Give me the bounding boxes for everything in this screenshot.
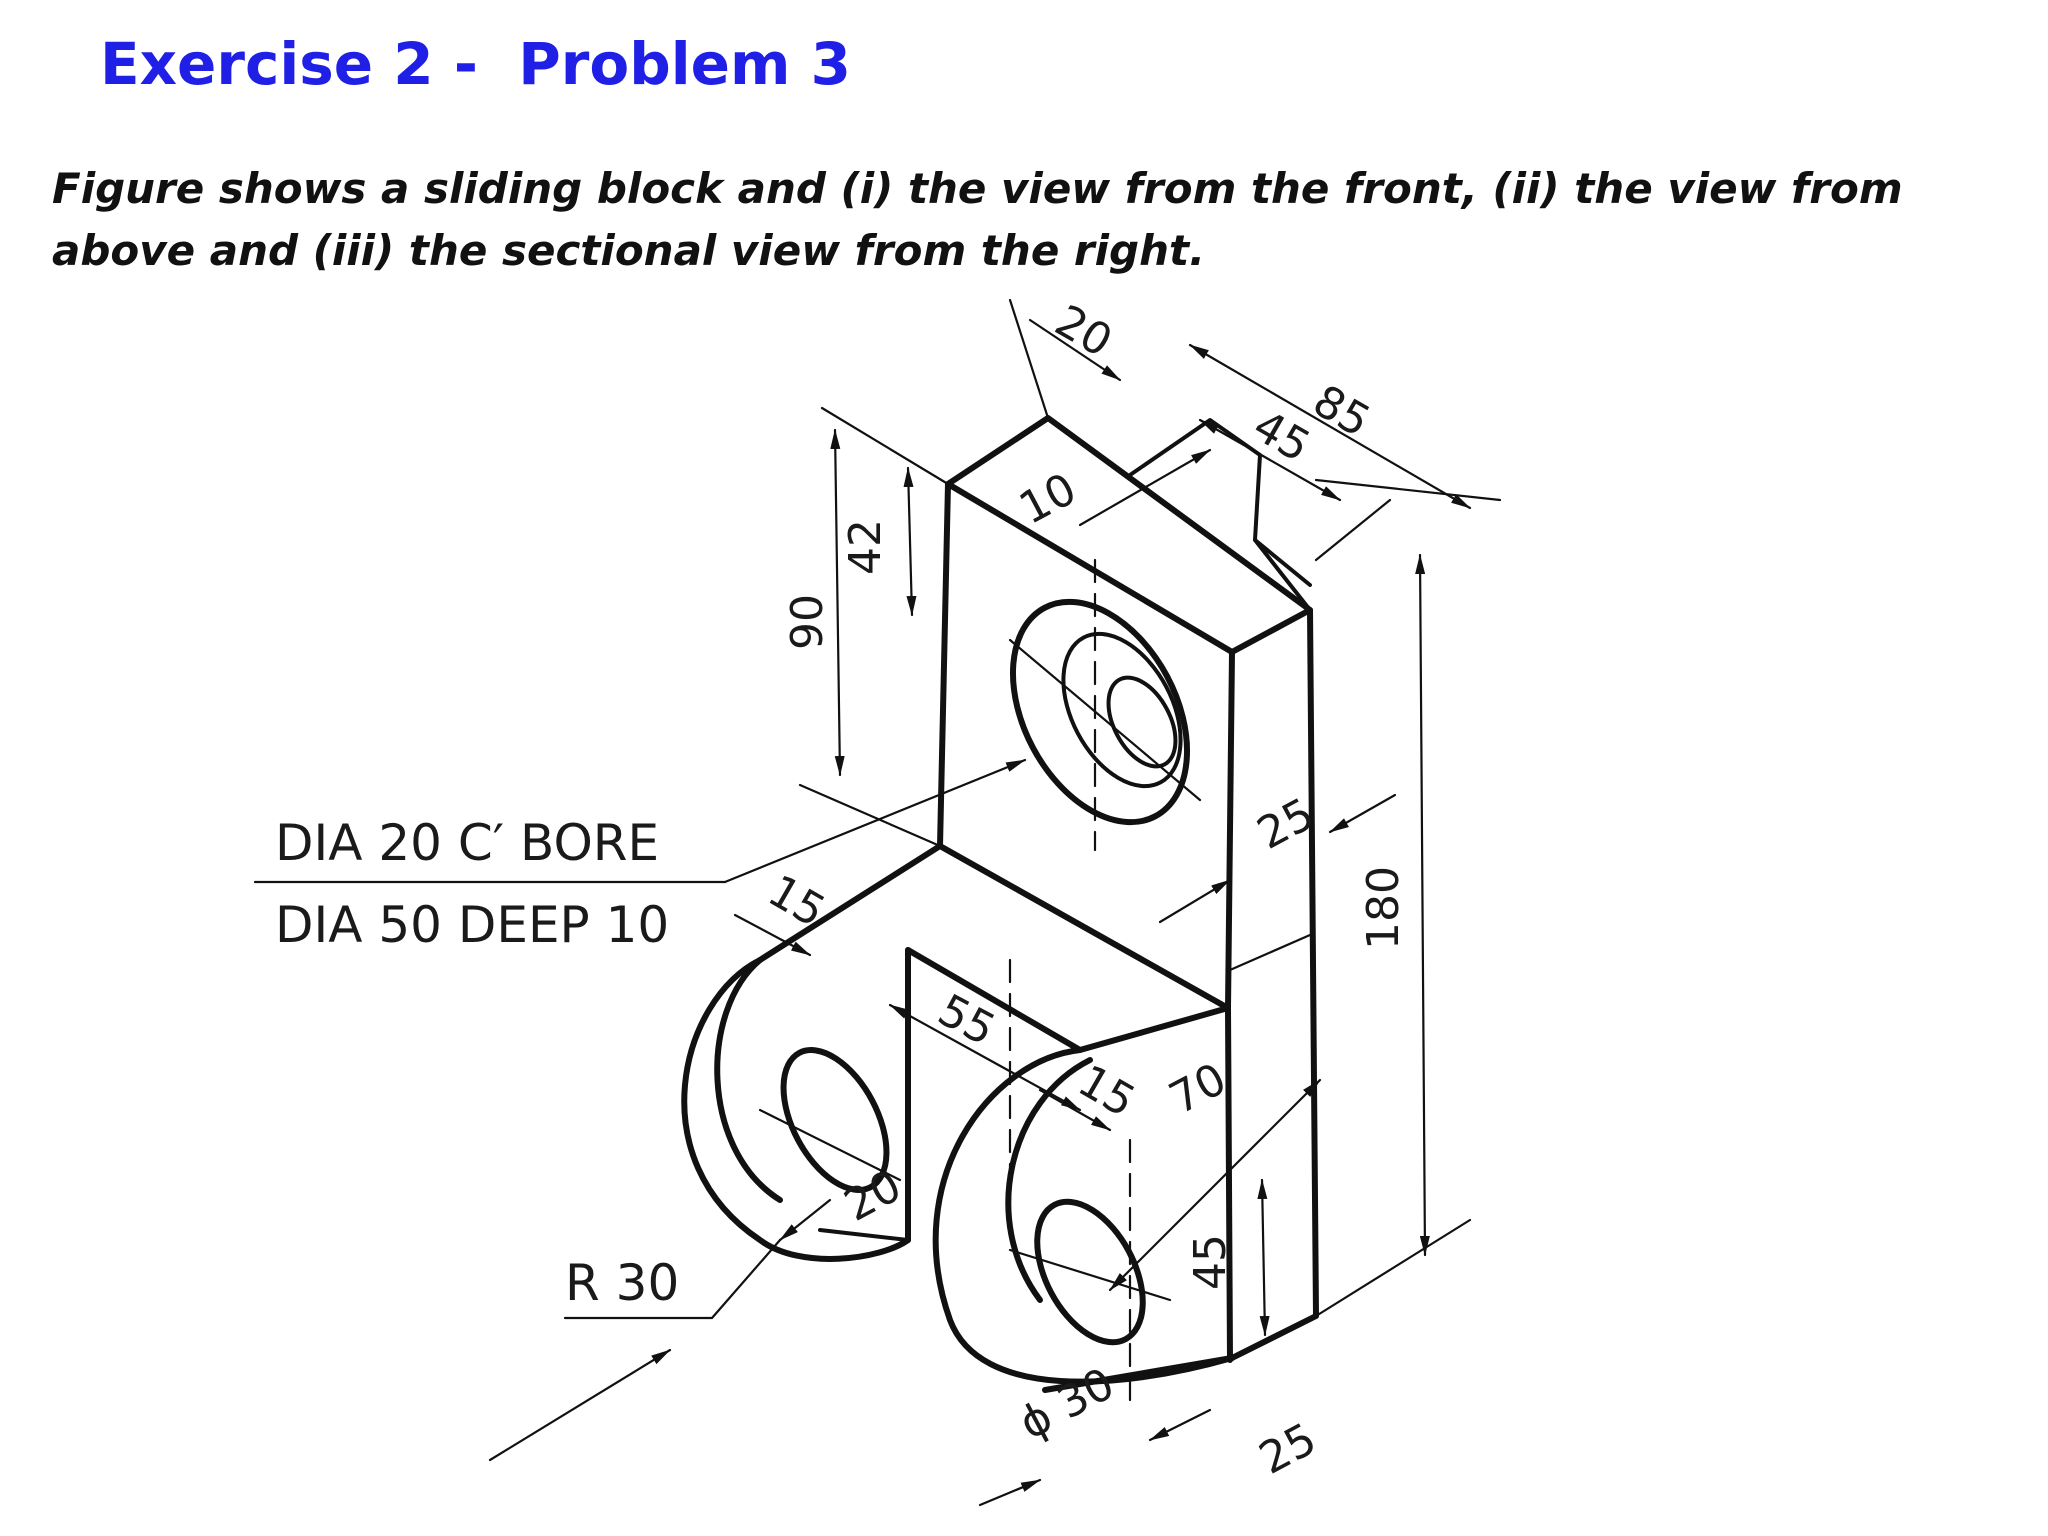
- dim-55: 55: [930, 985, 1003, 1056]
- problem-description: Figure shows a sliding block and (i) the…: [52, 164, 1903, 275]
- dim-15-a: 15: [760, 865, 834, 937]
- dim-45-low: 45: [1185, 1234, 1236, 1290]
- page-title: Exercise 2 - Problem 3: [100, 30, 851, 98]
- counterbore-holes: [780, 598, 1191, 1346]
- dim-70: 70: [1161, 1053, 1234, 1124]
- dim-10: 10: [1011, 463, 1084, 534]
- dim-42: 42: [840, 519, 891, 575]
- dim-90: 90: [782, 594, 833, 650]
- dim-85: 85: [1305, 375, 1379, 447]
- counterbore-note-line2: DIA 50 DEEP 10: [275, 896, 669, 954]
- dim-45-top: 45: [1245, 400, 1319, 472]
- diameter-label: ϕ 30: [1011, 1358, 1122, 1450]
- dimension-lines: [488, 318, 1472, 1507]
- counterbore-note-line1: DIA 20 C′ BORE: [275, 814, 659, 872]
- dim-25-bottom: 25: [1251, 1413, 1324, 1484]
- radius-label: R 30: [565, 1254, 679, 1312]
- note-leaders: [253, 758, 1027, 1320]
- dim-180: 180: [1358, 866, 1409, 950]
- dim-20-slot: 20: [836, 1160, 909, 1231]
- dim-20-top: 20: [1047, 295, 1121, 367]
- center-lines: [758, 558, 1202, 1412]
